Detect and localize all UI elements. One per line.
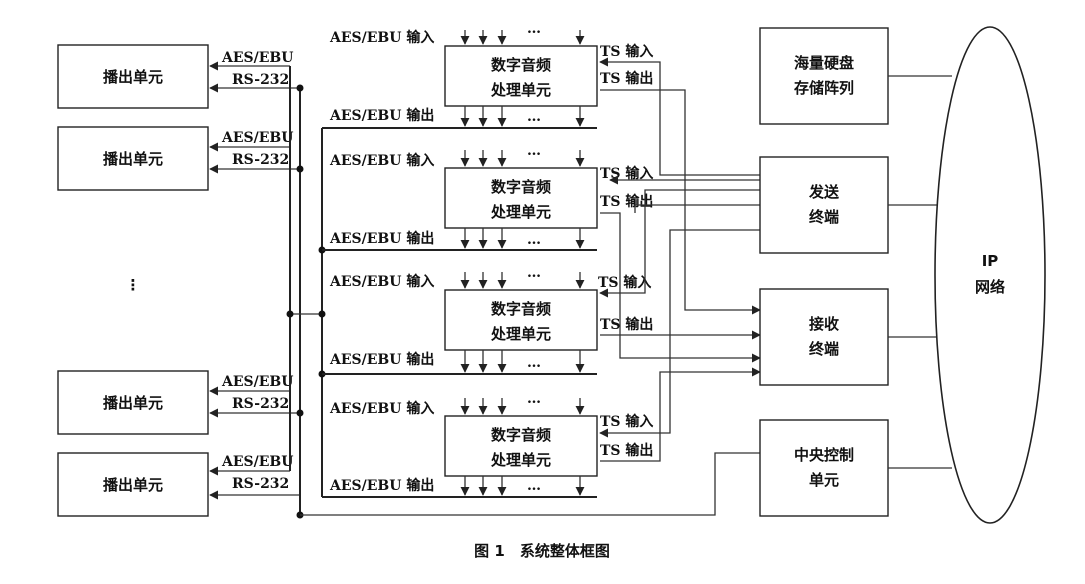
figure-caption: 图 1 系统整体框图 [474, 542, 610, 560]
receiver-label: 接收 [809, 315, 839, 333]
input-arrows: … [460, 265, 585, 289]
sender-label: 终端 [809, 208, 839, 226]
dsp-unit-4: AES/EBU 输入 … 数字音频 处理单元 … AES/EBU 输出 TS 输… [322, 391, 653, 498]
storage-array: 海量硬盘 存储阵列 [759, 27, 889, 125]
output-arrows: … [460, 106, 585, 127]
playout-unit-label: 播出单元 [103, 476, 163, 494]
output-arrows: … [460, 476, 585, 496]
channel-ellipsis: … [527, 21, 541, 37]
dsp-unit-label: 数字音频 [491, 56, 551, 74]
playout-unit-2: 播出单元 [57, 126, 209, 191]
central-control-unit: 中央控制 单元 [759, 419, 889, 517]
rs232-label: RS-232 [232, 396, 289, 412]
rs232-label: RS-232 [232, 152, 289, 168]
dsp-unit-label: 处理单元 [490, 451, 551, 469]
output-arrows: … [460, 350, 585, 373]
output-arrows: … [460, 228, 585, 249]
rs232-label: RS-232 [232, 476, 289, 492]
dsp-unit-label: 处理单元 [490, 81, 551, 99]
aes-ebu-label: AES/EBU [221, 50, 293, 66]
channel-ellipsis: … [527, 391, 541, 407]
playout-unit-3: 播出单元 [57, 370, 209, 435]
aes-ebu-label: AES/EBU [221, 454, 293, 470]
dsp-unit-2: AES/EBU 输入 … 数字音频 处理单元 … AES/EBU 输出 TS 输… [322, 143, 653, 251]
channel-ellipsis: … [527, 143, 541, 159]
playout-connections: AES/EBU RS-232 AES/EBU RS-232 AES/EBU RS… [209, 50, 300, 500]
channel-ellipsis: … [527, 232, 541, 248]
aes-ebu-out-label: AES/EBU 输出 [329, 477, 434, 494]
aes-ebu-out-label: AES/EBU 输出 [329, 351, 434, 368]
ts-in-label: TS 输入 [598, 274, 651, 291]
network-links [888, 75, 952, 469]
dsp-unit-label: 处理单元 [490, 325, 551, 343]
channel-ellipsis: … [527, 265, 541, 281]
ip-network: IP 网络 [934, 26, 1046, 524]
control-label: 中央控制 [794, 446, 854, 464]
receiver-terminal: 接收 终端 [759, 288, 889, 386]
ts-out-label: TS 输出 [600, 316, 653, 333]
network-label: IP [982, 252, 999, 270]
aes-ebu-label: AES/EBU [221, 374, 293, 390]
playout-unit-label: 播出单元 [103, 150, 163, 168]
dsp-unit-3: AES/EBU 输入 … 数字音频 处理单元 … AES/EBU 输出 TS 输… [322, 265, 653, 375]
receiver-label: 终端 [809, 340, 839, 358]
ts-wiring [599, 57, 761, 462]
dsp-unit-label: 数字音频 [491, 426, 551, 444]
playout-unit-label: 播出单元 [103, 68, 163, 86]
sender-terminal: 发送 终端 [759, 156, 889, 254]
control-label: 单元 [809, 471, 839, 489]
aes-ebu-out-label: AES/EBU 输出 [329, 230, 434, 247]
playout-ellipsis: ⋮ [126, 276, 141, 294]
dsp-unit-label: 处理单元 [490, 203, 551, 221]
storage-label: 存储阵列 [794, 79, 854, 97]
input-arrows: … [460, 143, 585, 167]
channel-ellipsis: … [527, 478, 541, 494]
playout-unit-1: 播出单元 [57, 44, 209, 109]
aes-ebu-out-label: AES/EBU 输出 [329, 107, 434, 124]
channel-ellipsis: … [527, 355, 541, 371]
dsp-unit-label: 数字音频 [491, 178, 551, 196]
ts-out-label: TS 输出 [600, 70, 653, 87]
dsp-unit-label: 数字音频 [491, 300, 551, 318]
aes-ebu-in-label: AES/EBU 输入 [329, 152, 434, 169]
storage-label: 海量硬盘 [794, 54, 854, 72]
dsp-unit-1: AES/EBU 输入 … 数字音频 处理单元 … AES/EBU 输出 TS 输… [322, 21, 653, 129]
ts-in-label: TS 输入 [600, 43, 653, 60]
aes-ebu-in-label: AES/EBU 输入 [329, 273, 434, 290]
aes-ebu-in-label: AES/EBU 输入 [329, 400, 434, 417]
input-arrows: … [460, 21, 585, 45]
ts-in-label: TS 输入 [600, 413, 653, 430]
playout-unit-4: 播出单元 [57, 452, 209, 517]
aes-ebu-label: AES/EBU [221, 130, 293, 146]
ts-out-label: TS 输出 [600, 193, 653, 210]
channel-ellipsis: … [527, 109, 541, 125]
sender-label: 发送 [808, 183, 840, 201]
rs232-label: RS-232 [232, 72, 289, 88]
ts-out-label: TS 输出 [600, 442, 653, 459]
aes-ebu-in-label: AES/EBU 输入 [329, 29, 434, 46]
left-buses [286, 66, 760, 519]
playout-unit-label: 播出单元 [103, 394, 163, 412]
network-label: 网络 [975, 278, 1005, 296]
input-arrows: … [460, 391, 585, 415]
